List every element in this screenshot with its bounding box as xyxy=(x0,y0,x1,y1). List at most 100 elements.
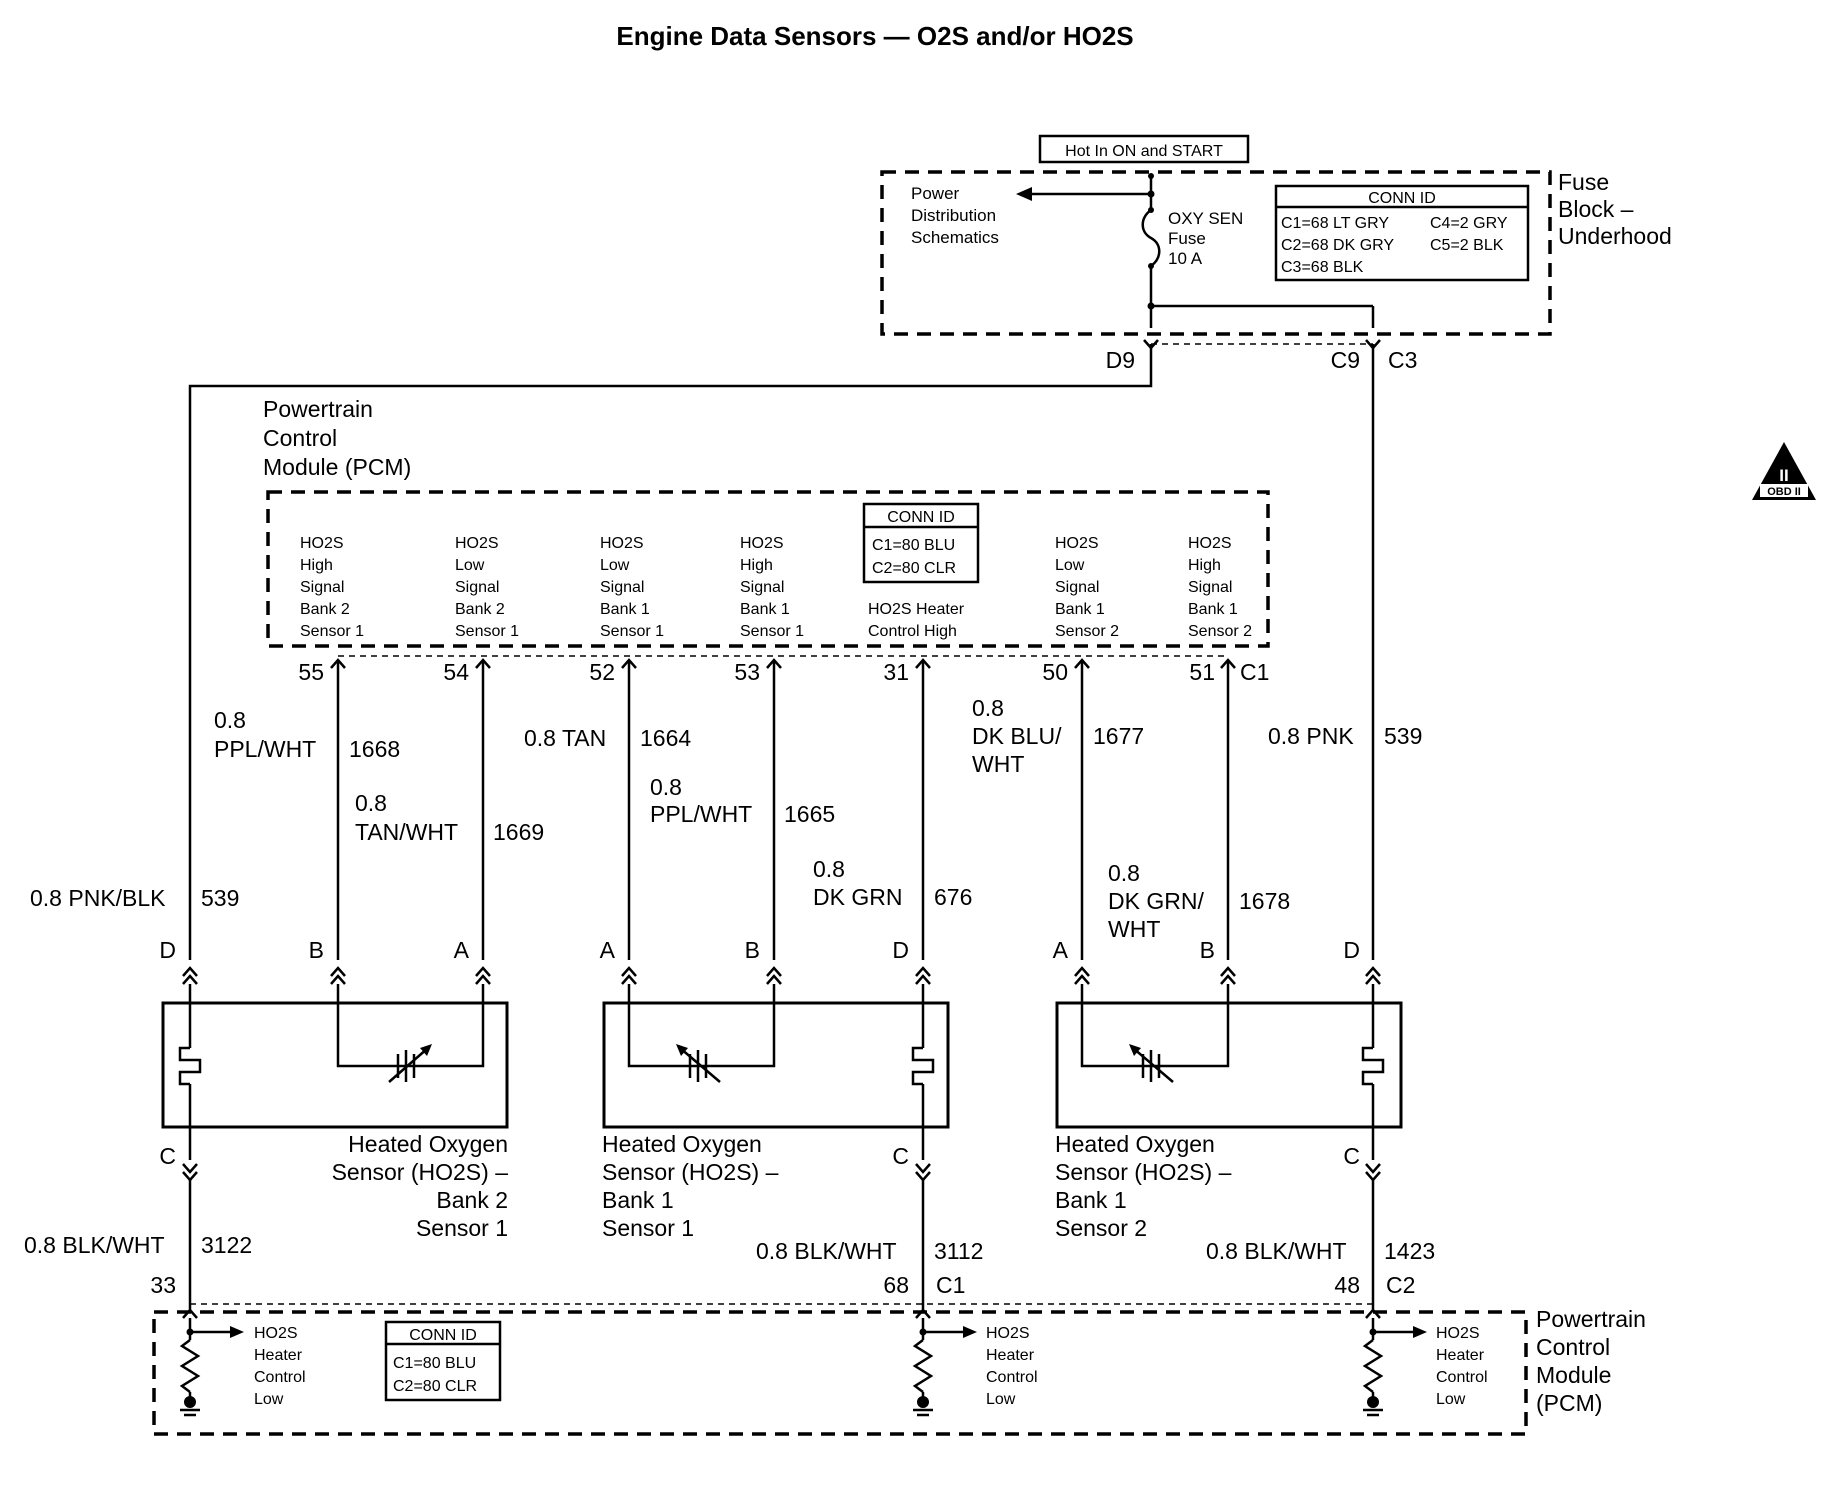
sensor1-name-4: Sensor 1 xyxy=(416,1215,508,1241)
arrow-right-icon xyxy=(230,1326,244,1338)
wire-539-pnk-circuit: 539 xyxy=(1384,723,1422,749)
pcm-top-conn-c1: C1=80 BLU xyxy=(872,537,955,554)
pcm-top-conn-id-box: CONN ID C1=80 BLU C2=80 CLR xyxy=(862,502,980,584)
wire-1678-circuit: 1678 xyxy=(1239,888,1290,914)
wire-1677-color-3: WHT xyxy=(972,751,1024,777)
hot-label: Hot In ON and START xyxy=(1065,143,1223,160)
wire-1677-color-1: 0.8 xyxy=(972,695,1004,721)
wire-676-color-1: 0.8 xyxy=(813,856,845,882)
wire-539-pnk-blk xyxy=(188,344,1153,960)
pcm-bottom-conn-id-box: CONN ID C1=80 BLU C2=80 CLR xyxy=(384,1320,502,1402)
resistor-icon xyxy=(912,1339,934,1393)
pcm-terminal-51: HO2S High Signal Bank 1 Sensor 2 xyxy=(1188,535,1252,640)
svg-text:Bank 1: Bank 1 xyxy=(1188,601,1238,618)
svg-text:Sensor 2: Sensor 2 xyxy=(1055,623,1119,640)
sensor2-name-1: Heated Oxygen xyxy=(602,1131,762,1157)
fuse-block-name-1: Fuse xyxy=(1558,169,1609,195)
svg-text:Low: Low xyxy=(1436,1391,1466,1408)
svg-text:High: High xyxy=(1188,557,1221,574)
ground-wire-1423-circuit: 1423 xyxy=(1384,1238,1435,1264)
svg-text:Signal: Signal xyxy=(300,579,344,596)
pin-54: 54 xyxy=(443,659,469,685)
power-dist-label-1: Power xyxy=(911,184,960,203)
ground-icon xyxy=(184,1396,196,1408)
svg-text:Low: Low xyxy=(254,1391,284,1408)
pcm-bottom-conn-c1: C1=80 BLU xyxy=(393,1355,476,1372)
oxygen-sensor-element-icon xyxy=(388,1044,432,1083)
svg-text:HO2S: HO2S xyxy=(1436,1325,1480,1342)
pcm-name-1: Powertrain xyxy=(263,396,373,422)
sensor3-pin-d: D xyxy=(1343,937,1360,963)
fuse-conn-c3: C3=68 BLK xyxy=(1281,259,1364,276)
pcm-name-2: Control xyxy=(263,425,337,451)
ground-wires: 0.8 BLK/WHT 3122 33 0.8 BLK/WHT 3112 68 … xyxy=(24,1180,1435,1319)
sensor3-name-1: Heated Oxygen xyxy=(1055,1131,1215,1157)
pin-33: 33 xyxy=(150,1272,176,1298)
wire-1677-color-2: DK BLU/ xyxy=(972,723,1062,749)
svg-text:Control: Control xyxy=(254,1369,306,1386)
fuse-conn-c2: C2=68 DK GRY xyxy=(1281,237,1394,254)
sensor1-body xyxy=(161,1001,509,1129)
pin-d9: D9 xyxy=(1106,347,1135,373)
pcm-terminal-54: HO2S Low Signal Bank 2 Sensor 1 xyxy=(455,535,519,640)
svg-text:HO2S: HO2S xyxy=(455,535,499,552)
sensor2-pin-c: C xyxy=(892,1143,909,1169)
pcm-bottom-name-4: (PCM) xyxy=(1536,1390,1602,1416)
fuse-conn-id-title: CONN ID xyxy=(1368,190,1436,207)
ground-connector-c1: C1 xyxy=(936,1272,965,1298)
svg-text:Signal: Signal xyxy=(740,579,784,596)
wire-676-circuit: 676 xyxy=(934,884,972,910)
sensor1-name-2: Sensor (HO2S) – xyxy=(332,1159,509,1185)
fuse-conn-c5: C5=2 BLK xyxy=(1430,237,1504,254)
sensor1-name-1: Heated Oxygen xyxy=(348,1131,508,1157)
pcm-top-conn-id-title: CONN ID xyxy=(887,509,955,526)
sensor3-pin-c: C xyxy=(1343,1143,1360,1169)
heater-element-icon xyxy=(911,1046,935,1086)
svg-text:HO2S: HO2S xyxy=(986,1325,1030,1342)
pin-c3: C3 xyxy=(1388,347,1417,373)
sensor3-name-3: Bank 1 xyxy=(1055,1187,1127,1213)
pcm-connector-chevrons xyxy=(330,339,1381,669)
heater-control-low-3: HO2S Heater Control Low xyxy=(1362,1318,1488,1417)
svg-text:High: High xyxy=(740,557,773,574)
obd-ii-label: OBD II xyxy=(1767,486,1801,498)
power-dist-label-3: Schematics xyxy=(911,228,999,247)
svg-text:Heater: Heater xyxy=(986,1347,1035,1364)
svg-text:Low: Low xyxy=(600,557,630,574)
wire-1665-circuit: 1665 xyxy=(784,801,835,827)
fuse-block-underhood: Hot In ON and START Fuse Block – Underho… xyxy=(880,134,1672,373)
sensor1-pin-a: A xyxy=(454,937,470,963)
fuse-conn-c4: C4=2 GRY xyxy=(1430,215,1508,232)
ground-wire-3122-circuit: 3122 xyxy=(201,1232,252,1258)
pcm-terminal-52: HO2S Low Signal Bank 1 Sensor 1 xyxy=(600,535,664,640)
svg-text:Heater: Heater xyxy=(254,1347,303,1364)
wire-1668-circuit: 1668 xyxy=(349,736,400,762)
arrow-left-icon xyxy=(1016,187,1032,201)
sensor3-name-2: Sensor (HO2S) – xyxy=(1055,1159,1232,1185)
fuse-block-name-2: Block – xyxy=(1558,196,1634,222)
fuse-conn-id-box: CONN ID C1=68 LT GRY C4=2 GRY C2=68 DK G… xyxy=(1274,184,1530,282)
wires: 0.8 PPL/WHT 1668 0.8 TAN/WHT 1669 0.8 TA… xyxy=(30,339,1422,960)
svg-text:HO2S: HO2S xyxy=(1188,535,1232,552)
sensor3-pin-b: B xyxy=(1200,937,1215,963)
sensor-bank1-sensor2: A B D C Heated Oxygen Sensor (HO2S) – Ba… xyxy=(1053,937,1403,1241)
svg-text:Sensor 1: Sensor 1 xyxy=(455,623,519,640)
fuse-icon xyxy=(1141,208,1161,268)
wire-539-pnkblk-circuit: 539 xyxy=(201,885,239,911)
fuse-label-1: OXY SEN xyxy=(1168,209,1243,228)
pcm-bottom-name-1: Powertrain xyxy=(1536,1306,1646,1332)
arrow-right-icon xyxy=(1413,1326,1427,1338)
wire-1668-color-1: 0.8 xyxy=(214,707,246,733)
fuse-label-2: Fuse xyxy=(1168,229,1206,248)
oxygen-sensor-element-icon xyxy=(1129,1044,1174,1083)
fuse-conn-c1: C1=68 LT GRY xyxy=(1281,215,1389,232)
fuse-block-outline xyxy=(880,170,1552,336)
sensor2-name-2: Sensor (HO2S) – xyxy=(602,1159,779,1185)
oxygen-sensor-element-icon xyxy=(676,1044,721,1083)
svg-text:HO2S: HO2S xyxy=(254,1325,298,1342)
resistor-icon xyxy=(179,1339,201,1393)
ground-connector-c2: C2 xyxy=(1386,1272,1415,1298)
pin-55: 55 xyxy=(298,659,324,685)
sensor1-pin-c: C xyxy=(159,1143,176,1169)
